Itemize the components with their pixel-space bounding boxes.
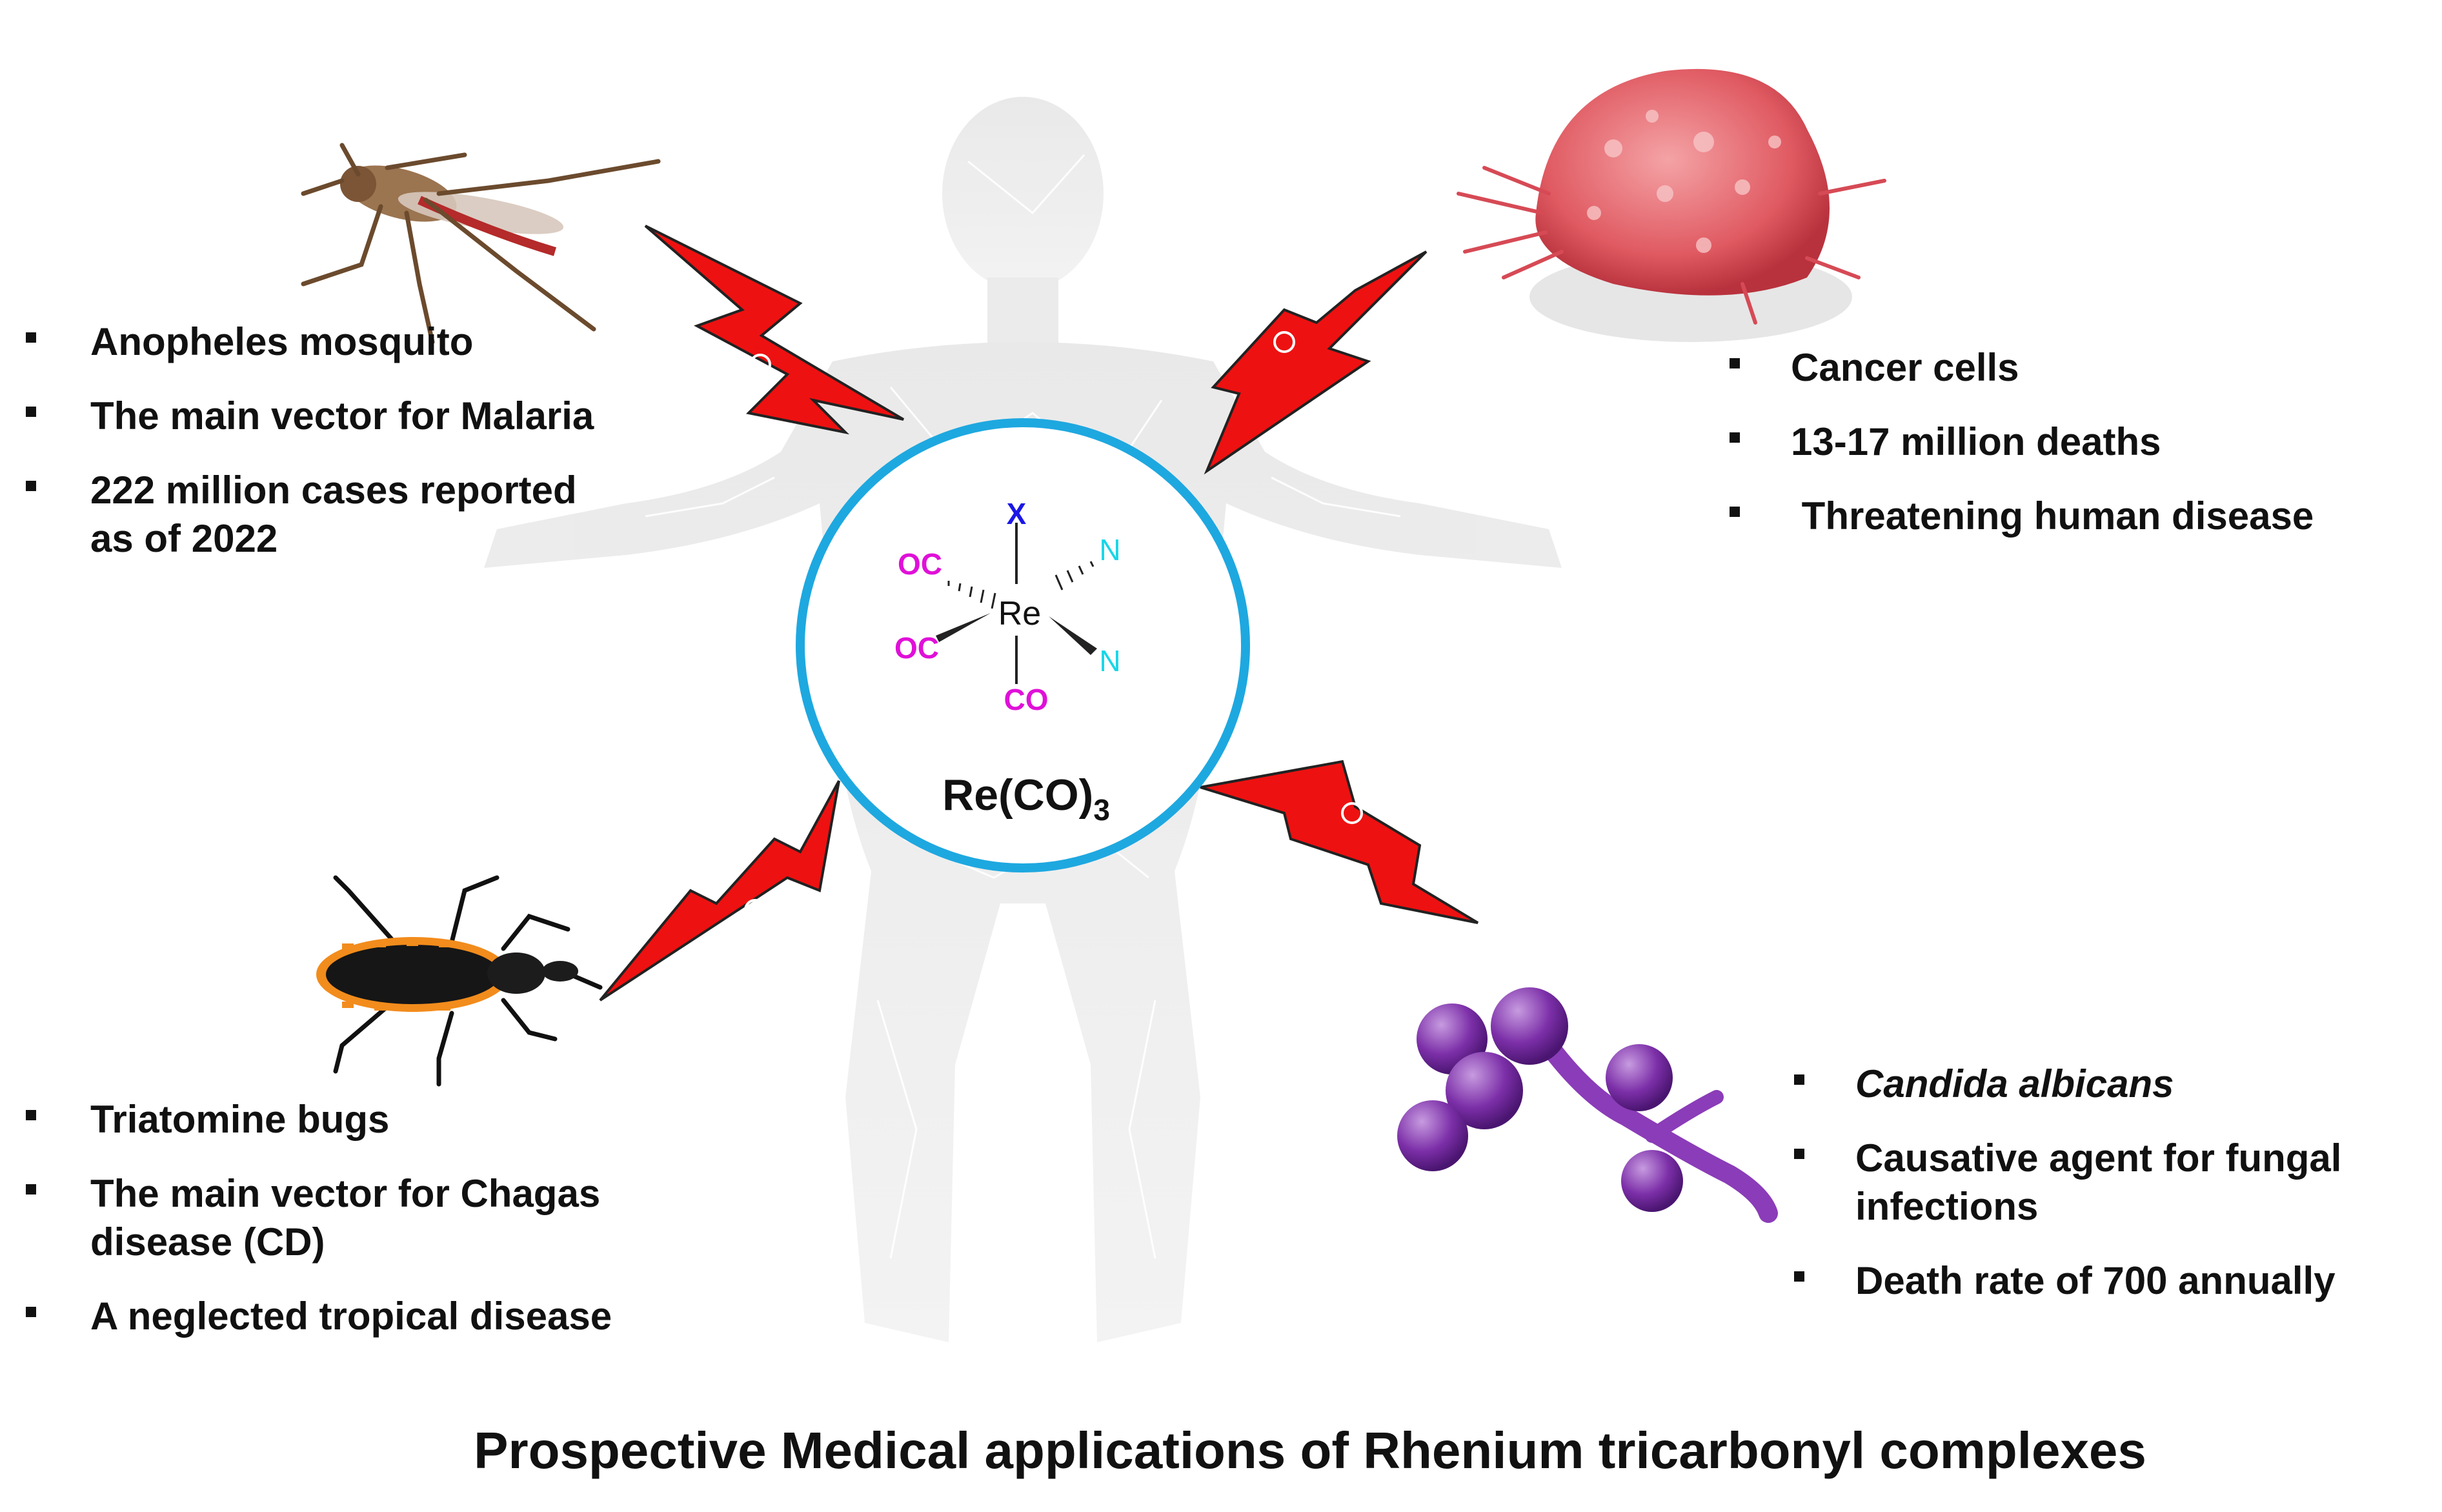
bolt-fungal	[1200, 760, 1479, 924]
bolt-chagas	[599, 780, 840, 1002]
formula-main: Re(CO)	[942, 771, 1093, 820]
wedge-bond-right	[1049, 616, 1097, 655]
fungal-bullet-1: Candida albicans	[1855, 1062, 2174, 1105]
malaria-bullets: Anopheles mosquito The main vector for M…	[26, 320, 594, 560]
candida-fungus-icon	[1397, 987, 1778, 1223]
fungal-bullet-2: Causative agent for fungal	[1855, 1136, 2341, 1180]
bullet-marker	[26, 1184, 36, 1194]
bullet-marker	[26, 332, 36, 343]
ligand-x: X	[1007, 497, 1027, 530]
figure-caption: Prospective Medical applications of Rhen…	[474, 1422, 2146, 1479]
bullet-marker	[26, 407, 36, 417]
complex-formula: Re(CO)3	[942, 771, 1110, 827]
fungal-bullet-2-cont: infections	[1855, 1185, 2038, 1228]
hashed-bond-right	[1054, 561, 1095, 590]
bullet-marker	[1794, 1149, 1804, 1159]
malaria-bullet-3: 222 million cases reported	[90, 469, 577, 512]
chagas-bullet-2: The main vector for Chagas	[90, 1172, 600, 1215]
rhenium-complex-circle: X Re OC OC CO N N Re(CO)3	[796, 418, 1250, 872]
ligand-n-lower: N	[1099, 644, 1120, 678]
ligand-n-upper: N	[1099, 533, 1120, 567]
bolt-cancer	[1204, 250, 1428, 475]
hashed-bond-left	[947, 581, 996, 609]
cancer-cell-icon	[1457, 68, 1886, 342]
bullet-marker	[1794, 1271, 1804, 1282]
formula-subscript: 3	[1093, 793, 1110, 827]
mosquito-icon	[301, 143, 661, 345]
chagas-bullets: Triatomine bugs The main vector for Chag…	[26, 1098, 612, 1338]
bullet-marker	[26, 1307, 36, 1317]
malaria-bullet-3-cont: as of 2022	[90, 517, 278, 560]
fungal-bullets: Candida albicans Causative agent for fun…	[1794, 1062, 2341, 1302]
ligand-oc-upper: OC	[898, 547, 942, 581]
malaria-bullet-1: Anopheles mosquito	[90, 320, 473, 363]
chagas-bullet-2-cont: disease (CD)	[90, 1220, 325, 1264]
cancer-bullet-2: 13-17 million deaths	[1791, 420, 2161, 463]
malaria-bullet-2: The main vector for Malaria	[90, 394, 594, 438]
bullet-marker	[1794, 1074, 1804, 1085]
bullet-marker	[1730, 507, 1740, 517]
bullet-marker	[26, 1110, 36, 1120]
triatomine-bug-icon	[316, 875, 603, 1087]
bullet-marker	[26, 481, 36, 491]
fungal-bullet-3: Death rate of 700 annually	[1855, 1259, 2336, 1302]
bullet-marker	[1730, 432, 1740, 443]
cancer-bullet-3: Threatening human disease	[1791, 494, 2314, 538]
ligand-co-bottom: CO	[1004, 683, 1049, 716]
chagas-bullet-3: A neglected tropical disease	[90, 1295, 612, 1338]
cancer-bullet-1: Cancer cells	[1791, 346, 2019, 389]
cancer-bullets: Cancer cells 13-17 million deaths Threat…	[1730, 346, 2314, 538]
bullet-marker	[1730, 358, 1740, 368]
ligand-oc-lower: OC	[894, 631, 939, 665]
bolt-malaria	[644, 225, 905, 435]
metal-re: Re	[998, 595, 1041, 632]
wedge-bond-left	[936, 613, 991, 642]
chagas-bullet-1: Triatomine bugs	[90, 1098, 389, 1141]
